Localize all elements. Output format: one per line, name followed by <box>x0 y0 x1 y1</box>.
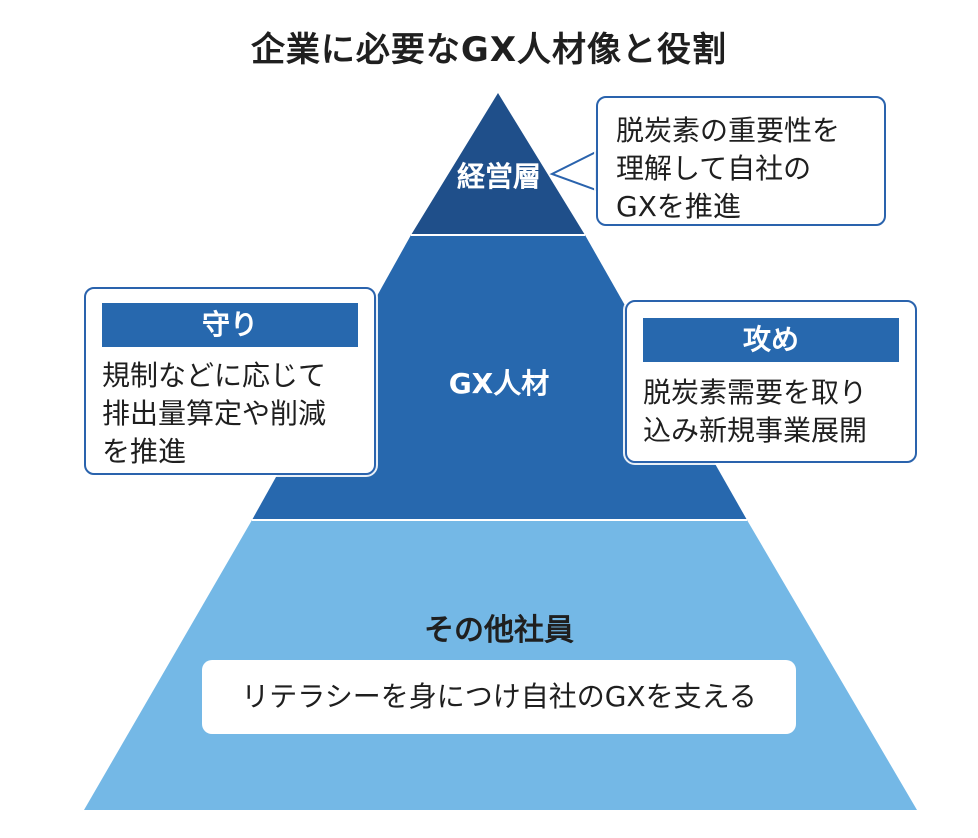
callout-defense-header: 守り <box>102 303 358 347</box>
callout-offense: 攻め 脱炭素需要を取り 込み新規事業展開 <box>625 300 917 463</box>
tier-label-executives: 経営層 <box>456 160 541 193</box>
callout-defense: 守り 規制などに応じて 排出量算定や削減 を推進 <box>84 287 376 475</box>
tier-label-gx-talent: GX人材 <box>448 367 550 400</box>
callout-defense-text: 規制などに応じて 排出量算定や削減 を推進 <box>102 359 327 468</box>
callout-executives-text: 脱炭素の重要性を 理解して自社の GXを推進 <box>616 114 841 223</box>
pyramid-tier-top <box>411 93 585 235</box>
callout-executives: 脱炭素の重要性を 理解して自社の GXを推進 <box>596 96 886 226</box>
callout-offense-header: 攻め <box>643 318 899 362</box>
tier-label-other-employees: その他社員 <box>424 613 574 648</box>
other-employees-description: リテラシーを身につけ自社のGXを支える <box>202 660 796 734</box>
diagram-title: 企業に必要なGX人材像と役割 <box>250 30 728 70</box>
callout-offense-text: 脱炭素需要を取り 込み新規事業展開 <box>643 376 868 447</box>
